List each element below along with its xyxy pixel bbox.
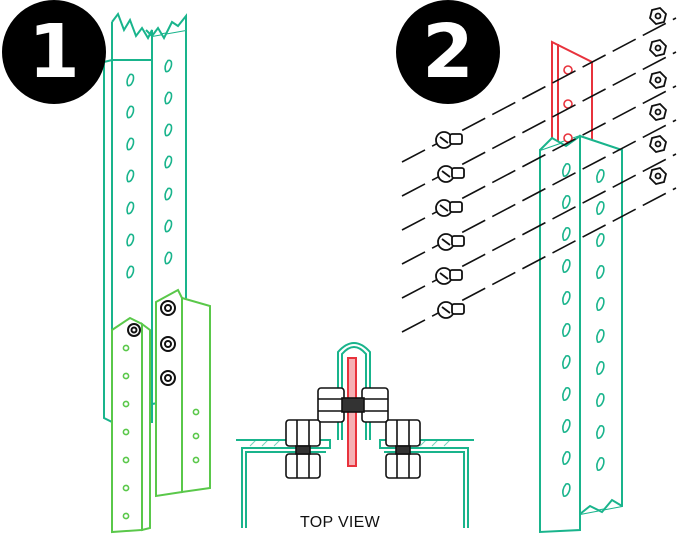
hex-bolt-icon (437, 301, 465, 319)
hex-nut-icon (285, 453, 321, 479)
step1-backer-right (155, 288, 211, 498)
step-2-badge: 2 (396, 0, 500, 104)
hex-nut-icon (649, 135, 667, 153)
step2-bolts (435, 131, 465, 319)
hex-bolt-icon (435, 131, 463, 149)
hex-bolt-icon (160, 336, 176, 352)
hex-bolt-icon (435, 199, 463, 217)
top-view-detail (236, 342, 474, 528)
hex-bolt-icon (127, 323, 141, 337)
top-view-caption: TOP VIEW (300, 514, 381, 531)
hex-nut-icon (385, 419, 421, 447)
step2-upright-right (579, 134, 623, 516)
step1-backer-left (111, 316, 151, 534)
step2-hole-pattern (562, 163, 605, 497)
step-1-badge: 1 (2, 0, 106, 104)
hex-nut-icon (649, 167, 667, 185)
hex-nut-icon (649, 103, 667, 121)
hex-nut-icon (649, 71, 667, 89)
hex-bolt-icon (160, 300, 176, 316)
hex-bolt-icon (435, 267, 463, 285)
hex-bolt-icon (437, 233, 465, 251)
hex-bolt-icon (437, 165, 465, 183)
hex-nut-icon (385, 453, 421, 479)
hex-bolt-icon (160, 370, 176, 386)
hex-nut-icon (649, 7, 667, 25)
step1-hole-pattern (122, 59, 200, 520)
step2-nuts (649, 7, 667, 185)
step2-assembly (401, 7, 677, 534)
step2-upright-left (539, 134, 581, 534)
hex-nut-icon (285, 419, 321, 447)
step1-assembly (103, 11, 211, 534)
step1-bolts (127, 300, 176, 386)
hex-nut-icon (649, 39, 667, 57)
hex-nut-icon (317, 387, 345, 423)
hex-nut-icon (361, 387, 389, 423)
